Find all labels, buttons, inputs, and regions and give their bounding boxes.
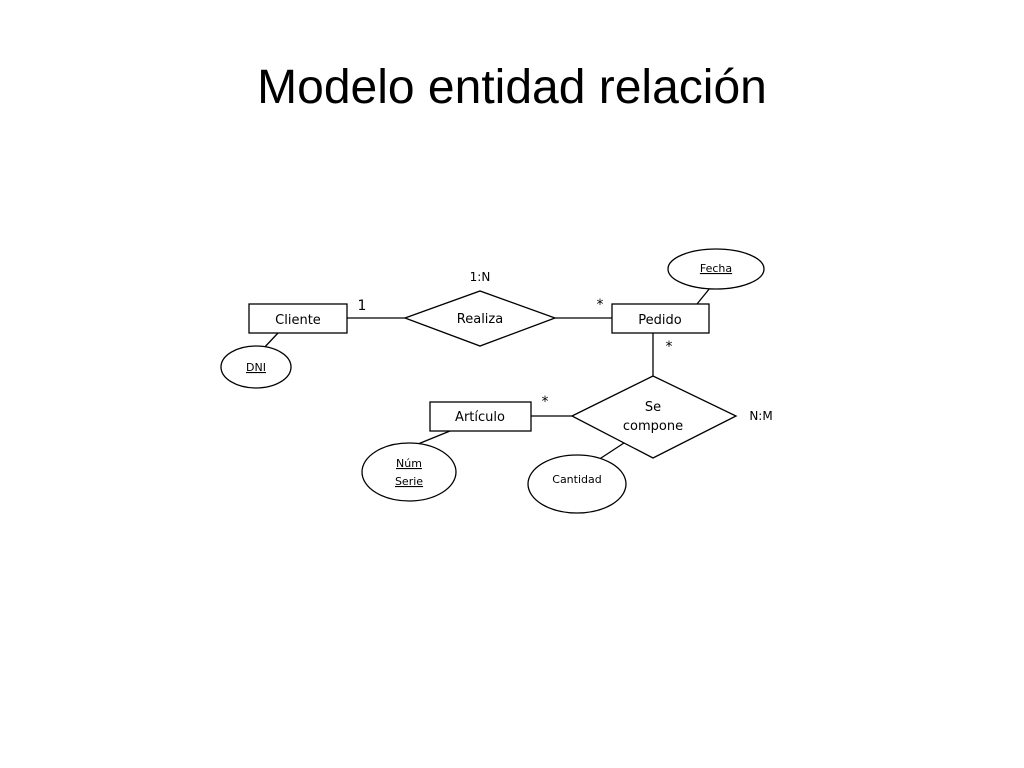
- attribute-dni: [220, 345, 292, 389]
- relationship-se-compone: [570, 375, 738, 459]
- relationship-se-compone-label-1: Se: [645, 400, 661, 415]
- cardinality-realiza-ratio: 1:N: [470, 270, 491, 284]
- attribute-fecha: [667, 248, 765, 290]
- attribute-dni-label: DNI: [246, 361, 266, 374]
- line-articulo-numserie: [417, 430, 451, 445]
- entity-cliente-label: Cliente: [275, 313, 321, 328]
- relationship-se-compone-label-2: compone: [623, 419, 683, 434]
- attribute-fecha-label: Fecha: [700, 262, 732, 275]
- cardinality-pedido-side-compone: *: [666, 339, 673, 355]
- entity-articulo: [429, 401, 532, 432]
- attribute-num-serie-label-1: Núm: [396, 457, 422, 470]
- cardinality-pedido-side-realiza: *: [597, 297, 604, 313]
- attribute-cantidad-label: Cantidad: [552, 473, 601, 486]
- entity-articulo-label: Artículo: [455, 410, 505, 425]
- attribute-num-serie: [361, 442, 457, 502]
- relationship-realiza: [403, 290, 557, 347]
- line-pedido-fecha: [696, 287, 711, 305]
- cardinality-compone-ratio: N:M: [749, 409, 772, 423]
- entity-pedido: [611, 303, 710, 334]
- entity-pedido-label: Pedido: [638, 313, 681, 328]
- slide-title: Modelo entidad relación: [257, 61, 767, 114]
- line-secompone-cantidad: [597, 440, 628, 461]
- attribute-num-serie-label-2: Serie: [395, 475, 423, 488]
- cardinality-cliente-side: 1: [358, 298, 367, 314]
- relationship-realiza-label: Realiza: [457, 312, 503, 327]
- attribute-cantidad: [527, 454, 627, 514]
- cardinality-articulo-side: *: [542, 394, 549, 410]
- entity-cliente: [248, 303, 348, 334]
